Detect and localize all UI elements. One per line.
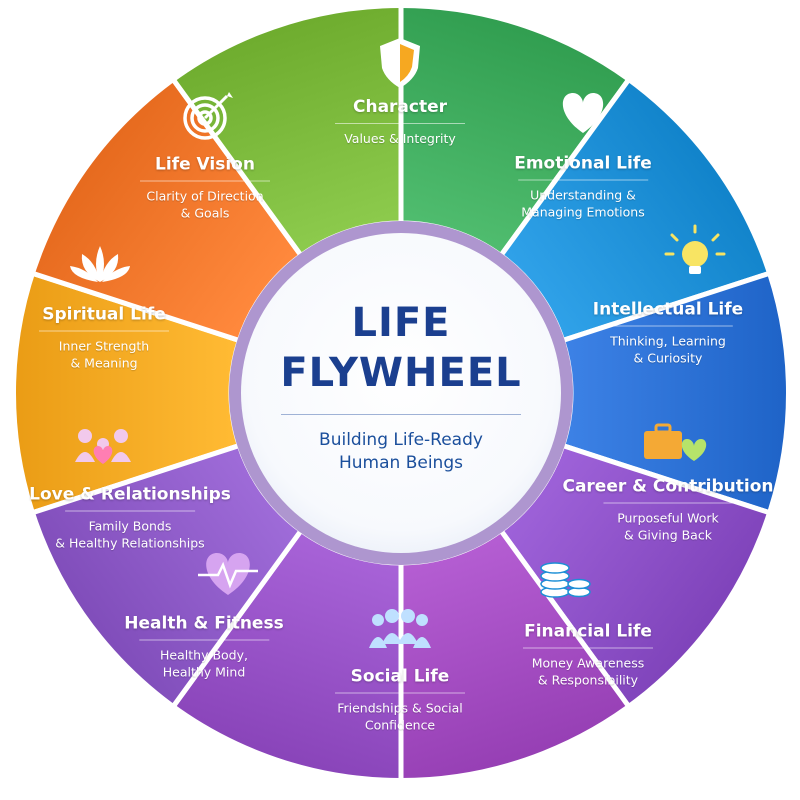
family-heart-icon xyxy=(75,429,131,464)
center-disc xyxy=(241,233,561,553)
center-title: LIFE FLYWHEEL xyxy=(256,298,546,398)
wheel-outer-rim xyxy=(10,2,792,784)
center-subtitle-line-2: Human Beings xyxy=(339,453,463,473)
briefcase-hearts-icon xyxy=(644,423,707,461)
target-icon xyxy=(183,92,233,140)
people-group-icon xyxy=(369,609,431,648)
lightbulb-icon xyxy=(664,224,726,274)
center-subtitle: Building Life-Ready Human Beings xyxy=(256,429,546,475)
heartbeat-icon xyxy=(198,553,258,595)
shield-icon xyxy=(380,38,420,88)
center-hub: LIFE FLYWHEEL Building Life-Ready Human … xyxy=(256,248,546,538)
coins-icon xyxy=(540,562,591,598)
center-title-line-2: FLYWHEEL xyxy=(280,350,522,396)
heart-icon xyxy=(562,93,604,133)
lotus-icon xyxy=(70,246,130,282)
segment-icons xyxy=(70,38,726,648)
center-divider xyxy=(281,414,521,415)
center-title-line-1: LIFE xyxy=(351,300,451,346)
center-subtitle-line-1: Building Life-Ready xyxy=(319,430,483,450)
